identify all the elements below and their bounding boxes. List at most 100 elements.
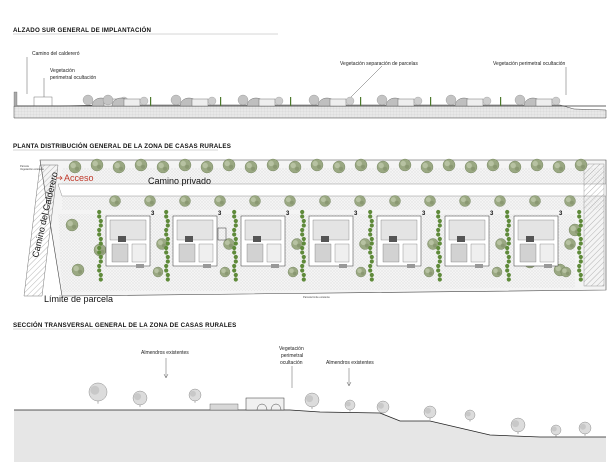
plan-tree-icon [134,158,148,172]
plan-small-label-bottom: Parcela límite existente [303,295,330,299]
elevation-hedge-icon [500,97,502,106]
shrub-hedge-icon [436,209,442,282]
plan-tree-icon [427,238,439,250]
plan-tree-icon [178,158,192,172]
plan-tree-icon [420,160,434,174]
section-almendros-left: Almendros existentes [141,350,189,356]
plan-tree-icon [423,266,435,278]
parcel-number: 3 [490,211,494,217]
section-veg-center-2: perimetral [281,353,303,359]
plan-tree-icon [291,238,303,250]
plan-tree-icon [398,158,412,172]
plan-tree-icon [65,218,79,232]
plan-tree-icon [310,158,324,172]
label-veg-separacion: Vegetación separación de parcelas [340,61,418,67]
elevation-tree-icon [551,96,561,106]
plan-tree-icon [244,160,258,174]
elevation-house [237,94,284,107]
elevation-hedge-icon [360,97,362,106]
elevation-tree-icon [376,94,388,106]
elevation-tree-icon [445,94,457,106]
section-tree-icon [510,417,526,435]
section-tree-icon [132,390,148,408]
plan-lot: 3 [505,209,576,282]
furniture-icon [526,236,534,242]
cross-section: SECCIÓN TRANSVERSAL GENERAL DE LA ZONA D… [13,321,606,462]
furniture-icon [253,236,261,242]
plan-tree-icon [564,195,576,207]
section-tree-icon [376,400,390,415]
elevation-house [102,94,149,107]
plan-tree-icon [486,158,500,172]
shrub-hedge-icon [164,209,170,282]
plan-tree-icon [214,195,226,207]
plan-tree-icon [219,266,231,278]
elevation-hedge-icon [430,97,432,106]
shrub-hedge-icon [577,209,583,282]
plan-tree-icon [249,195,261,207]
parcel-number: 3 [151,211,155,217]
label-camino-calderero: Camino del caldereró [32,51,80,57]
plan-lot: 3 [97,209,168,282]
section-veg-center-1: Vegetación [279,346,304,352]
plan-tree-icon [90,158,104,172]
elevation-tree-icon [102,94,114,106]
section-tree-icon [423,405,437,420]
label-veg-perimetral-right: Vegetación perimetral ocultación [493,61,565,67]
plan-small-label-top-2: Vegetación existente [20,167,44,171]
elevation-house [308,94,355,107]
plan-limite-parcela-label: Límite de parcela [44,294,113,304]
section-title: SECCIÓN TRANSVERSAL GENERAL DE LA ZONA D… [13,321,236,329]
plan-lot: 3 [232,209,303,282]
furniture-icon [389,236,397,242]
plan-tree-icon [288,160,302,174]
plan-tree-icon [200,160,214,174]
elevation-hedge-icon [150,97,152,106]
plan-tree-icon [355,266,367,278]
plan-tree-icon [424,195,436,207]
elevation-tree-icon [237,94,249,106]
elevation-title: ALZADO SUR GENERAL DE IMPLANTACIÓN [13,26,152,34]
section-tree-icon [578,421,592,436]
plan-tree-icon [287,266,299,278]
elevation-tree-icon [207,96,217,106]
plan-tree-icon [442,158,456,172]
elevation-house [376,94,423,107]
plan-tree-icon [152,266,164,278]
plan-tree-icon [144,195,156,207]
elevation-hedge-icon [290,97,292,106]
parcel-number: 3 [559,211,563,217]
elevation-house [514,94,561,107]
shrub-hedge-icon [505,209,511,282]
plan-tree-icon [459,195,471,207]
plan-tree-icon [222,158,236,172]
parking-icon [217,227,227,241]
furniture-icon [118,236,126,242]
section-trees [88,382,592,437]
plan-camino-privado-label: Camino privado [148,176,211,186]
shrub-hedge-icon [232,209,238,282]
plan-tree-icon [266,158,280,172]
plan-tree-icon [156,160,170,174]
plan-tree-icon [389,195,401,207]
elevation-tree-icon [170,94,182,106]
elevation-tree-icon [274,96,284,106]
section-tree-icon [88,382,108,404]
plan-tree-icon [564,238,576,250]
section-almendros-right: Almendros existentes [326,360,374,366]
elevation-tree-icon [413,96,423,106]
plan-tree-icon [494,195,506,207]
section-tree-icon [344,399,356,412]
section-tree-icon [464,409,476,422]
elevation-hedge-icon [220,97,222,106]
parcel-number: 3 [354,211,358,217]
plan-section: PLANTA DISTRIBUCIÓN GENERAL DE LA ZONA D… [13,142,607,304]
plan-tree-icon [354,158,368,172]
plan-acceso-label: Acceso [64,173,94,183]
elevation-tree-icon [82,94,94,106]
shrub-hedge-icon [368,209,374,282]
plan-lot: 3 [368,209,439,282]
furniture-icon [185,236,193,242]
